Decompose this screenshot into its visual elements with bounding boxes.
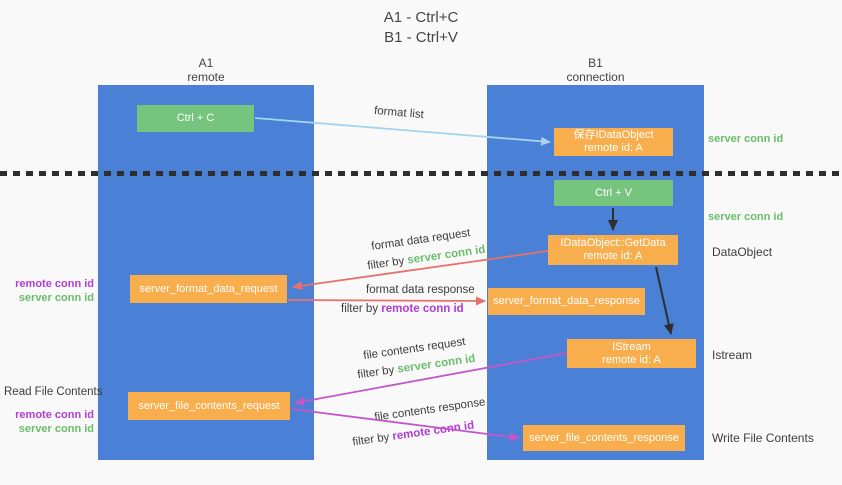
- server-format-data-request-label: server_format_data_request: [139, 282, 278, 295]
- filter-by-remote-conn-id-label-2: filter by remote conn id: [352, 420, 475, 449]
- ctrl-c-label: Ctrl + C: [176, 112, 215, 124]
- istream-side-label: Istream: [712, 348, 753, 362]
- server-file-contents-response-box: server_file_contents_response: [523, 425, 685, 451]
- column-a1-subtitle: remote: [187, 70, 225, 84]
- idataobject-getdata-box: IDataObject::GetData remote id: A: [548, 235, 678, 265]
- server-file-contents-response-label: server_file_contents_response: [529, 431, 679, 444]
- read-file-contents-label: Read File Contents: [4, 386, 103, 398]
- remote-conn-id-text: remote conn id: [391, 419, 475, 443]
- filter-by-text: filter by: [351, 431, 391, 449]
- server-conn-id-label-top: server conn id: [708, 133, 784, 145]
- server-conn-id-text: server conn id: [406, 243, 487, 267]
- dataobject-side-label: DataObject: [712, 245, 773, 259]
- format-data-response-arrow: [287, 296, 486, 306]
- server-conn-id-label-bottom: server conn id: [18, 423, 94, 435]
- server-format-data-response-box: server_format_data_response: [488, 288, 645, 315]
- filter-by-text: filter by: [356, 364, 396, 382]
- remote-conn-id-label-mid: remote conn id: [15, 278, 94, 290]
- ctrl-v-event-box: Ctrl + V: [554, 180, 673, 206]
- filter-by-text: filter by: [366, 255, 406, 273]
- istream-line2: remote id: A: [602, 353, 661, 366]
- title-line-1: A1 - Ctrl+C: [383, 9, 459, 26]
- server-format-data-response-label: server_format_data_response: [493, 295, 640, 307]
- filter-by-remote-conn-id-label-1: filter by remote conn id: [341, 303, 464, 315]
- remote-conn-id-label-bottom: remote conn id: [15, 409, 94, 421]
- server-file-contents-request-label: server_file_contents_request: [138, 399, 280, 412]
- column-header-a1: A1 remote: [98, 56, 314, 84]
- column-a1-name: A1: [198, 56, 214, 70]
- save-dataobject-line1: 保存IDataObject: [573, 129, 654, 141]
- session-divider-dotted-line: [0, 171, 842, 176]
- istream-box: IStream remote id: A: [567, 339, 696, 368]
- server-conn-id-text: server conn id: [396, 352, 477, 376]
- title-line-2: B1 - Ctrl+V: [384, 29, 458, 46]
- save-dataobject-line2: remote id: A: [584, 142, 643, 154]
- getdata-line2: remote id: A: [583, 250, 643, 262]
- server-conn-id-label-upper: server conn id: [708, 211, 784, 223]
- column-b1-name: B1: [588, 56, 603, 70]
- diagram-title: A1 - Ctrl+C B1 - Ctrl+V: [0, 8, 842, 48]
- write-file-contents-label: Write File Contents: [712, 431, 814, 445]
- server-conn-id-label-mid: server conn id: [18, 292, 94, 304]
- format-data-response-label: format data response: [366, 284, 475, 296]
- column-b1-subtitle: connection: [566, 70, 625, 84]
- getdata-line1: IDataObject::GetData: [560, 237, 666, 249]
- server-file-contents-request-box: server_file_contents_request: [128, 392, 290, 420]
- remote-conn-id-text: remote conn id: [381, 303, 464, 315]
- save-dataobject-box: 保存IDataObject remote id: A: [554, 128, 673, 156]
- format-list-label: format list: [373, 104, 425, 122]
- istream-line1: IStream: [612, 340, 651, 353]
- server-format-data-request-box: server_format_data_request: [130, 275, 287, 303]
- filter-by-text: filter by: [341, 303, 379, 315]
- column-header-b1: B1 connection: [487, 56, 704, 84]
- ctrl-c-event-box: Ctrl + C: [137, 105, 254, 132]
- ctrl-v-label: Ctrl + V: [595, 186, 632, 199]
